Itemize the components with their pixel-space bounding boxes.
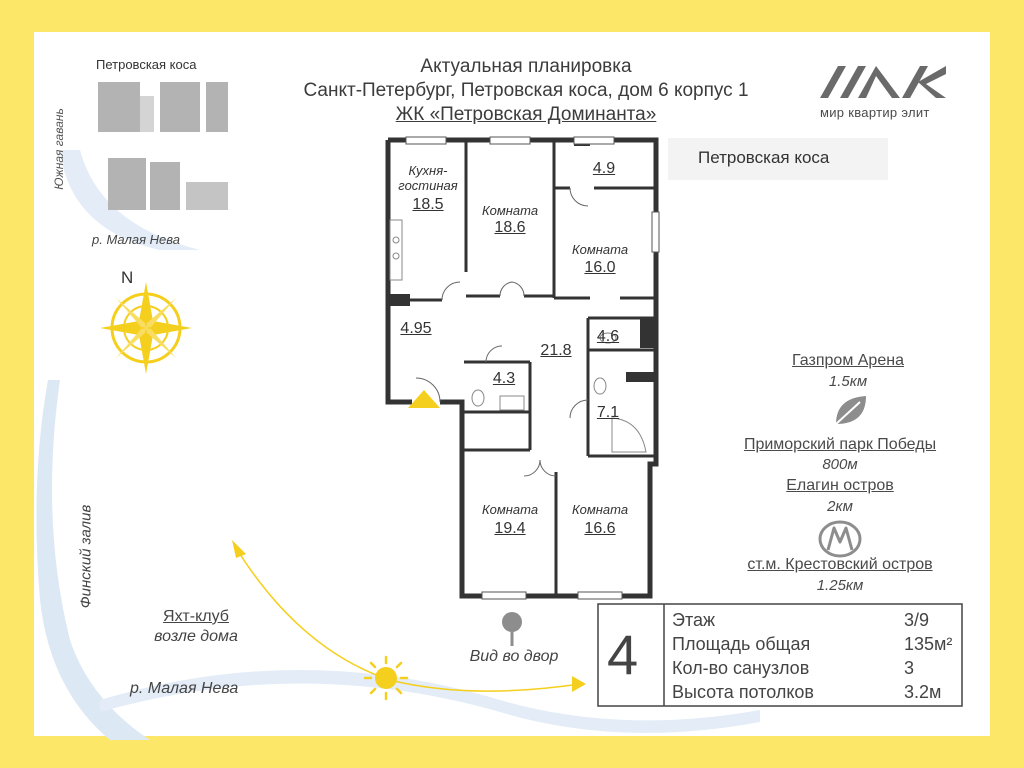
river-water-top bbox=[60, 150, 200, 250]
info-table bbox=[597, 603, 963, 707]
map-left-label: Южная гавань bbox=[51, 108, 66, 190]
room-name-kitchen: Кухня- гостиная bbox=[398, 163, 458, 193]
info-value-area: 135м² bbox=[904, 634, 953, 654]
sun-arrow-start-icon bbox=[232, 540, 246, 558]
poi-name-metro: ст.м. Крестовский остров bbox=[747, 556, 933, 573]
gulf-water bbox=[36, 380, 150, 740]
map-top-label: Петровская коса bbox=[96, 57, 197, 72]
compass-icon bbox=[100, 282, 192, 374]
site-map bbox=[98, 82, 228, 210]
info-value-ceiling: 3.2м bbox=[904, 682, 942, 702]
compass-north-label: N bbox=[121, 268, 134, 287]
room-area-bath-2: 4.3 bbox=[492, 370, 516, 387]
room-name-1: Комната bbox=[481, 203, 539, 218]
room-name-2: Комната bbox=[571, 242, 629, 257]
header-address: Санкт-Петербург, Петровская коса, дом 6 … bbox=[303, 80, 749, 101]
view-pin-icon bbox=[502, 612, 522, 646]
yacht-club-sub: возле дома bbox=[154, 628, 238, 645]
room-area-1: 18.6 bbox=[494, 219, 526, 236]
header-title: Актуальная планировка bbox=[420, 56, 632, 77]
sun-arrow-end-icon bbox=[572, 676, 586, 692]
rooms-count: 4 bbox=[607, 623, 639, 686]
poi-name-park: Приморский парк Победы bbox=[743, 436, 937, 453]
river-water-bottom bbox=[100, 670, 760, 733]
river-label: р. Малая Нева bbox=[130, 680, 239, 697]
room-area-2: 16.0 bbox=[584, 259, 616, 276]
entrance-icon bbox=[408, 390, 440, 408]
poi-distance-metro: 1.25км bbox=[816, 577, 864, 594]
brand-tagline: мир квартир элит bbox=[820, 105, 930, 120]
room-area-kitchen: 18.5 bbox=[412, 196, 444, 213]
room-name-3: Комната bbox=[481, 502, 539, 517]
street-label: Петровская коса bbox=[698, 148, 830, 167]
courtyard-view-label: Вид во двор bbox=[469, 648, 559, 665]
leaf-icon bbox=[835, 396, 866, 425]
room-area-bath-3: 7.1 bbox=[596, 404, 620, 421]
info-label-bathrooms: Кол-во санузлов bbox=[672, 658, 810, 678]
poi-distance-arena: 1.5км bbox=[828, 373, 868, 390]
logo-icon bbox=[820, 66, 946, 98]
metro-icon bbox=[818, 520, 862, 558]
info-label-ceiling: Высота потолков bbox=[672, 682, 814, 702]
poi-name-arena: Газпром Арена bbox=[792, 352, 904, 369]
room-area-4: 16.6 bbox=[584, 520, 616, 537]
poi-distance-park: 800м bbox=[822, 456, 858, 473]
sun-icon bbox=[363, 655, 409, 701]
info-label-floor: Этаж bbox=[672, 610, 716, 630]
info-value-floor: 3/9 bbox=[904, 610, 930, 630]
poi-distance-island: 2км bbox=[827, 498, 853, 515]
header-complex: ЖК «Петровская Доминанта» bbox=[395, 104, 657, 125]
map-bottom-label: р. Малая Нева bbox=[92, 232, 180, 247]
room-name-4: Комната bbox=[571, 502, 629, 517]
info-value-bathrooms: 3 bbox=[904, 658, 915, 678]
yacht-club-label: Яхт-клуб bbox=[163, 608, 229, 625]
floor-plan bbox=[385, 136, 660, 600]
room-area-bath-1: 4.6 bbox=[596, 328, 620, 345]
gulf-label: Финский залив bbox=[77, 504, 95, 609]
street-band bbox=[668, 138, 888, 180]
info-label-area: Площадь общая bbox=[672, 634, 811, 654]
poi-name-island: Елагин остров bbox=[786, 477, 894, 494]
room-area-storage: 4.9 bbox=[592, 160, 616, 177]
room-area-3: 19.4 bbox=[494, 520, 526, 537]
room-area-corridor: 21.8 bbox=[540, 342, 572, 359]
room-area-hall: 4.95 bbox=[400, 320, 432, 337]
